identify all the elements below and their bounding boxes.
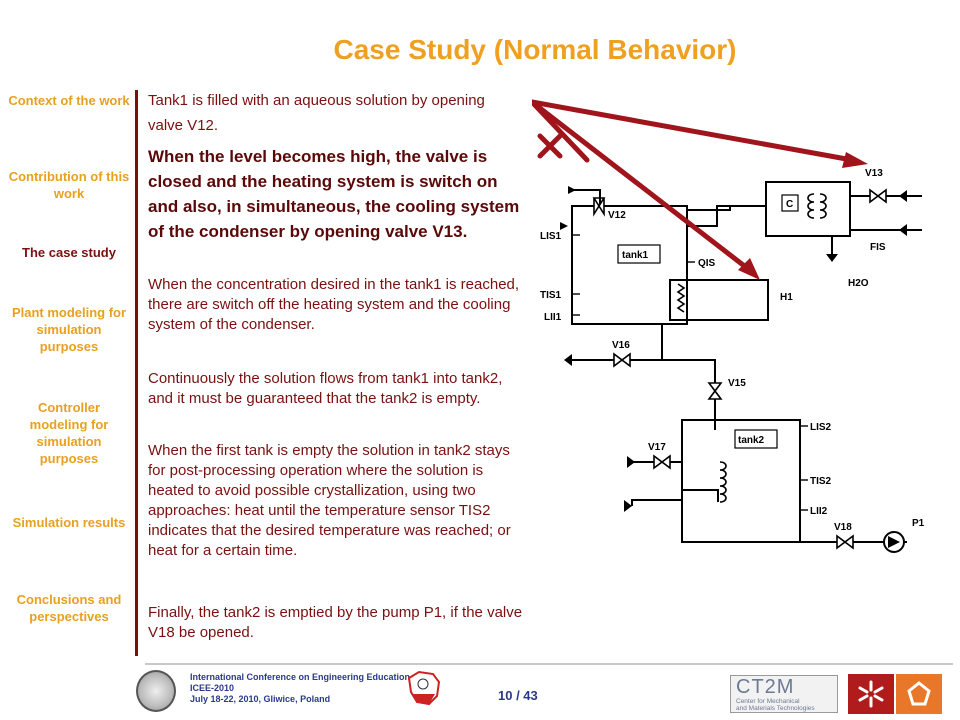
asterisk-icon [858,680,884,708]
annotation-arrow-v12 [532,99,590,163]
label-h2o: H2O [848,278,869,289]
label-fis: FIS [870,242,886,253]
heater-h1-box [669,279,769,321]
conference-line-2: ICEE-2010 [190,683,235,693]
nav-item-plant-modeling[interactable]: Plant modeling for simulation purposes [11,305,127,354]
slide-title: Case Study (Normal Behavior) [333,34,737,65]
label-tank1: tank1 [622,250,649,261]
label-v17: V17 [648,442,666,453]
nav-item-contribution[interactable]: Contribution of this work [8,169,130,201]
paragraph-3: When the concentration desired in the ta… [148,276,520,333]
label-qis: QIS [698,258,716,269]
pentagon-icon [907,681,931,706]
footer-divider [145,663,953,665]
nav-divider [135,90,138,656]
cross-mark [537,133,563,159]
paragraph-1: Tank1 is filled with an aqueous solution… [148,92,485,134]
label-tank2: tank2 [738,435,765,446]
annotation-arrow-v13 [532,99,855,163]
process-diagram: V12 V13 C FIS H2O LIS1 tank1 QIS TIS1 LI… [532,99,925,553]
label-v18: V18 [834,522,852,533]
nav-item-controller-modeling[interactable]: Controller modeling for simulation purpo… [29,400,109,466]
label-lii2: LII2 [810,506,828,517]
tank1-vessel [571,205,688,325]
ct2m-logo-subtitle: Center for Mechanical and Materials Tech… [736,698,815,712]
nav-item-context[interactable]: Context of the work [8,93,130,108]
conference-line-3: July 18-22, 2010, Gliwice, Poland [190,694,331,704]
label-v12: V12 [608,210,626,221]
paragraph-6: Finally, the tank2 is emptied by the pum… [148,604,523,641]
ct2m-logo: CT2M Center for Mechanical and Materials… [730,675,838,713]
label-p1: P1 [912,518,925,529]
label-tis2: TIS2 [810,476,832,487]
university-logo-red [848,674,894,714]
nav-item-conclusions[interactable]: Conclusions and perspectives [16,592,122,624]
page-number: 10 / 43 [498,688,538,703]
label-lis1: LIS1 [540,231,562,242]
label-v13: V13 [865,168,883,179]
ct2m-logo-text: CT2M [736,676,795,698]
paragraph-5: When the first tank is empty the solutio… [148,442,511,559]
annotation-arrow-h1 [532,99,750,271]
label-v15: V15 [728,378,746,389]
nav-item-simulation-results[interactable]: Simulation results [12,515,126,530]
paragraph-4: Continuously the solution flows from tan… [148,370,503,407]
university-seal-logo [136,670,176,712]
conference-info: International Conference on Engineering … [190,672,410,705]
condenser-box [765,181,851,237]
label-lis2: LIS2 [810,422,832,433]
label-c: C [786,199,793,210]
poland-map-logo [407,670,441,706]
label-tis1: TIS1 [540,290,562,301]
label-lii1: LII1 [544,312,562,323]
paragraph-2: When the level becomes high, the valve i… [148,147,520,241]
university-logo-orange [896,674,942,714]
label-h1: H1 [780,292,793,303]
conference-line-1: International Conference on Engineering … [190,672,411,682]
nav-item-case-study[interactable]: The case study [22,245,116,260]
label-v16: V16 [612,340,630,351]
